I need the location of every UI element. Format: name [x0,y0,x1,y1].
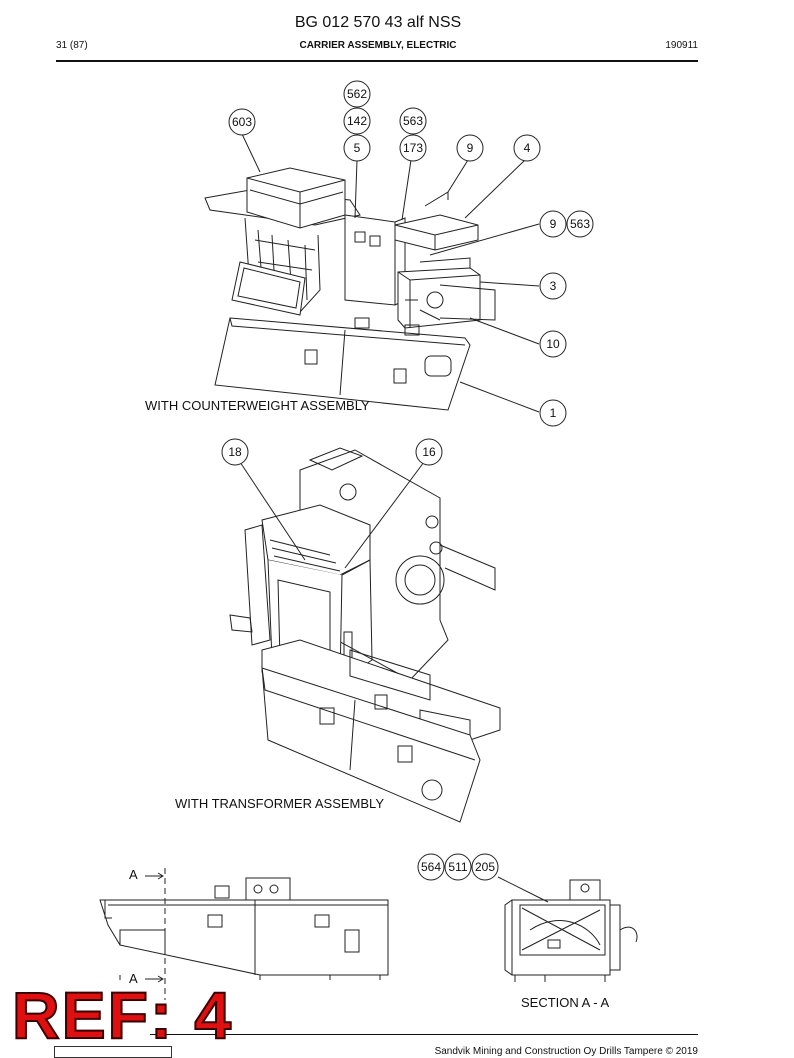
page-number: 31 (87) [56,40,88,51]
callout-564: 564 [420,860,442,874]
transformer-caption: WITH TRANSFORMER ASSEMBLY [175,796,384,811]
callout-142: 142 [346,114,368,128]
callout-511: 511 [448,860,468,874]
callout-10: 10 [546,337,560,351]
counterweight-caption: WITH COUNTERWEIGHT ASSEMBLY [145,398,370,413]
callout-563-lower: 563 [569,217,591,231]
callout-circles [221,80,594,881]
side-view-drawing [99,868,389,1000]
counterweight-assembly-drawing [204,167,496,411]
callout-3: 3 [549,279,557,293]
callout-9-lower: 9 [549,217,557,231]
document-title: BG 012 570 43 alf NSS [294,14,462,31]
transformer-leader-lines [239,461,425,569]
callout-173: 173 [402,141,424,155]
header-divider [56,60,698,62]
transformer-assembly-drawing [229,447,501,823]
section-title: CARRIER ASSEMBLY, ELECTRIC [299,40,457,51]
section-marker-bottom: A [129,971,138,986]
ref-stamp: REF: 4 [11,978,234,1052]
callout-18: 18 [228,445,242,459]
section-caption: SECTION A - A [521,995,610,1010]
footer-divider [150,1034,698,1035]
callout-5: 5 [353,141,361,155]
callout-563: 563 [402,114,424,128]
callout-9: 9 [466,141,474,155]
callout-562: 562 [346,87,368,101]
copyright-text: Sandvik Mining and Construction Oy Drill… [434,1046,698,1057]
callout-205: 205 [474,860,496,874]
callout-16: 16 [422,445,436,459]
callout-603: 603 [231,115,253,129]
document-date: 190911 [665,40,698,51]
callout-1: 1 [549,406,557,420]
counterweight-leader-lines [241,133,540,413]
section-marker-top: A [129,867,138,882]
section-view-drawing [497,876,638,982]
callout-4: 4 [523,141,531,155]
